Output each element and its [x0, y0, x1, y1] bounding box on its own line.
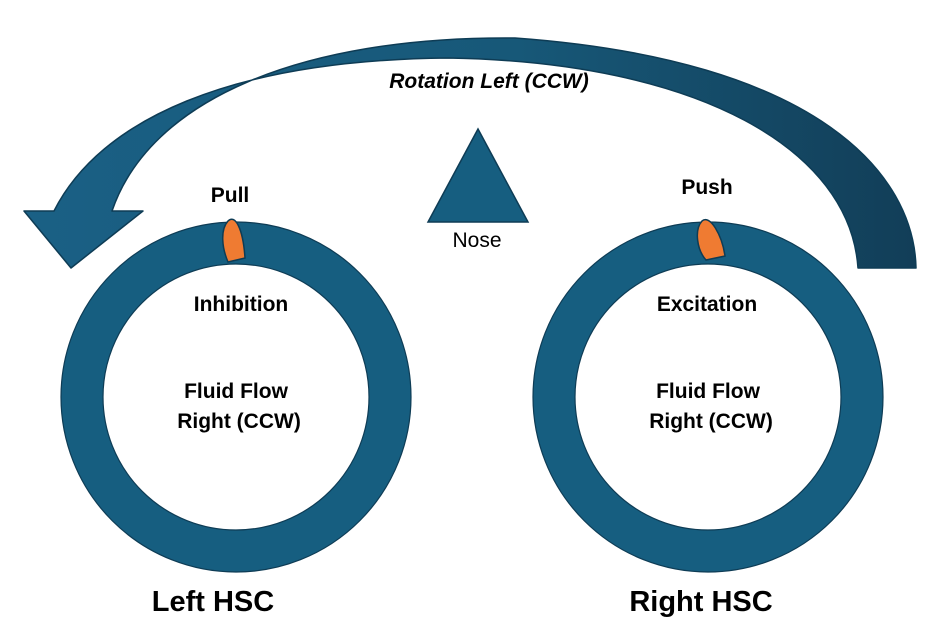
right-flow-line2: Right (CCW) [649, 410, 773, 433]
left-force-label: Pull [211, 184, 250, 207]
right-force-label: Push [681, 176, 732, 199]
left-canal [60, 218, 412, 573]
triangle-icon [426, 127, 530, 223]
left-flow-line1: Fluid Flow [184, 380, 288, 403]
rotation-arrow-shape [23, 37, 917, 269]
left-canal-title: Left HSC [152, 586, 275, 618]
right-canal-title: Right HSC [629, 586, 772, 618]
left-response-label: Inhibition [194, 293, 288, 316]
right-response-label: Excitation [657, 293, 757, 316]
nose-marker [426, 127, 530, 223]
right-canal-ring-inner-edge [574, 263, 842, 531]
right-cupula [696, 218, 726, 261]
rotation-label: Rotation Left (CCW) [389, 70, 588, 93]
left-canal-ring-inner-edge [102, 263, 370, 531]
left-flow-line2: Right (CCW) [177, 410, 301, 433]
nose-label: Nose [452, 229, 501, 252]
rotation-arrow [23, 37, 917, 269]
left-cupula [222, 218, 246, 263]
right-canal [532, 218, 884, 573]
right-flow-line1: Fluid Flow [656, 380, 760, 403]
